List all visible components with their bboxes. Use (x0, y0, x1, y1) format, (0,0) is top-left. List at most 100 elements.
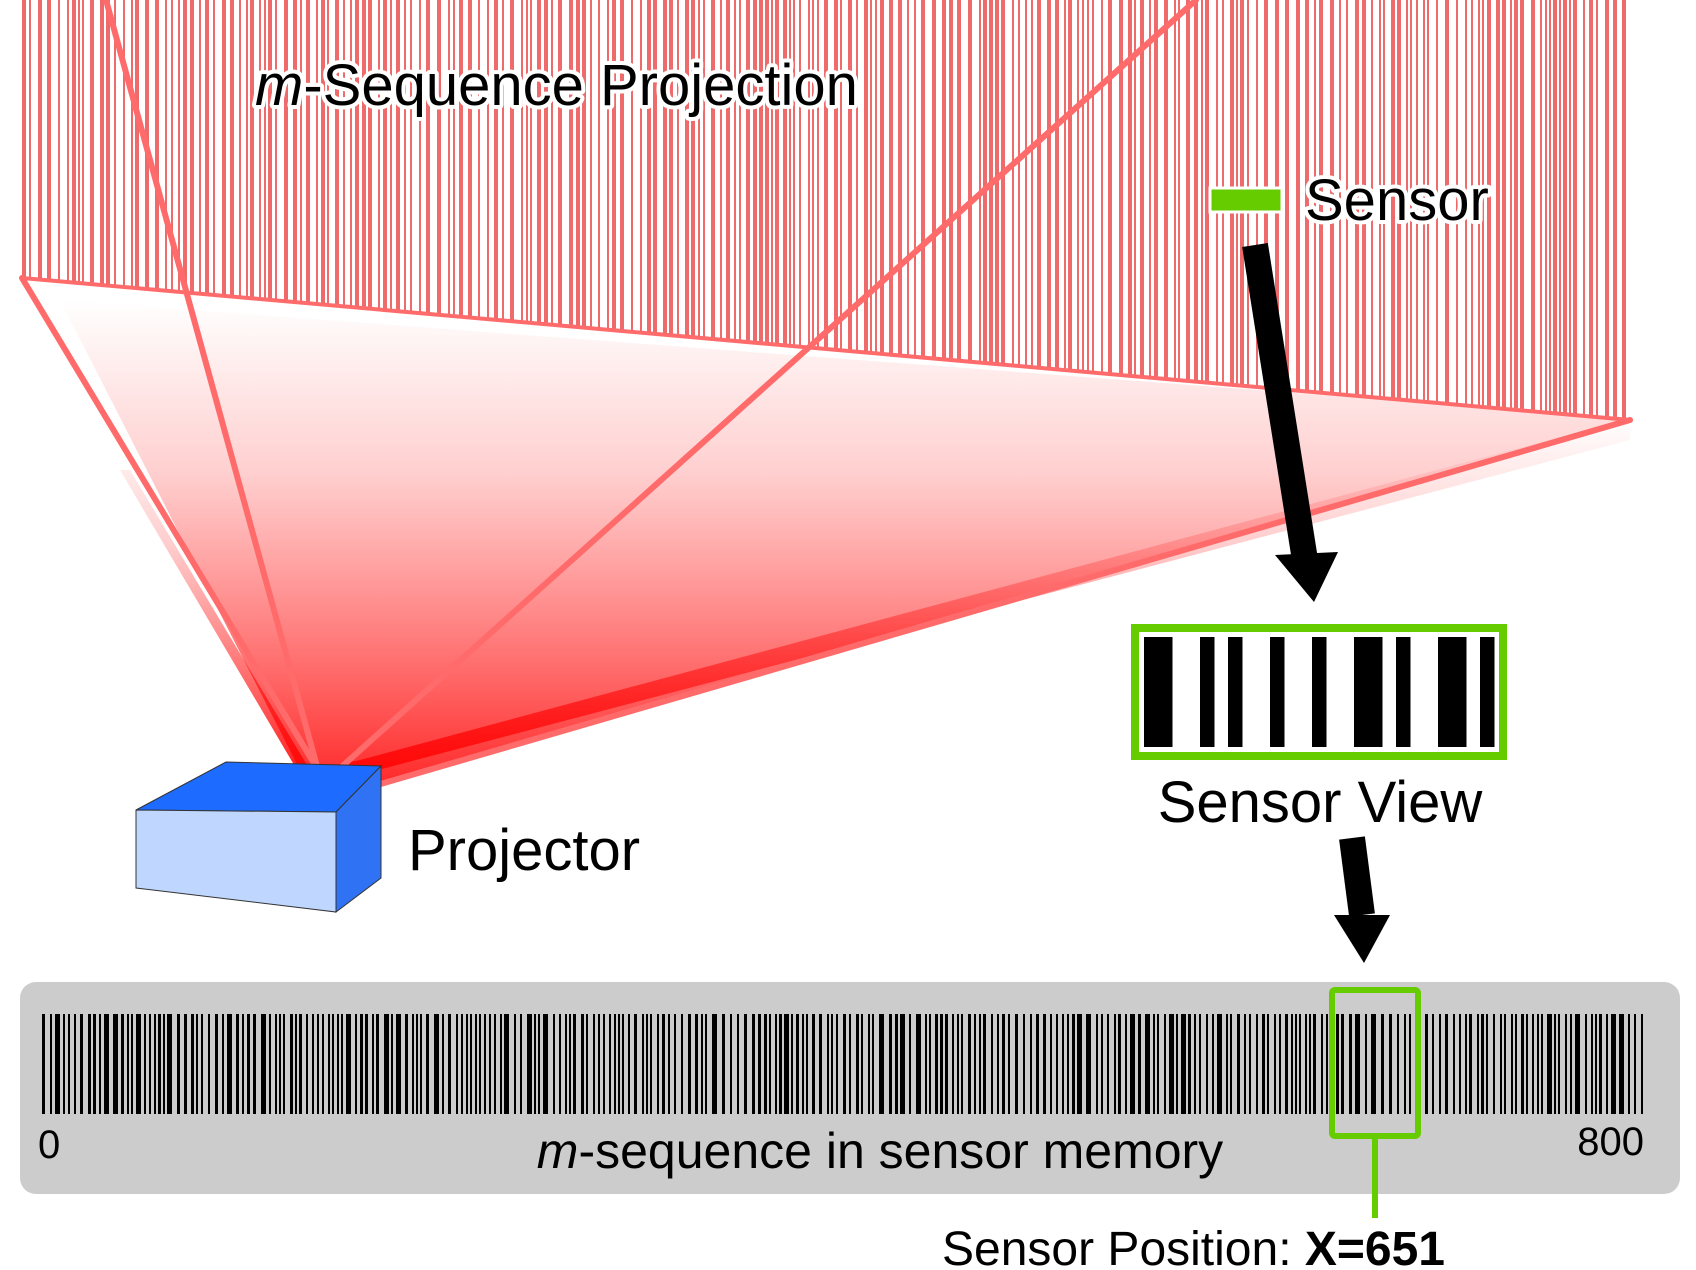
projected-stripe (983, 0, 987, 418)
projected-stripe (178, 0, 180, 418)
projected-stripe (1573, 0, 1577, 418)
projected-stripe (90, 0, 94, 418)
projected-stripe (264, 0, 266, 418)
projected-stripe (1510, 0, 1512, 418)
memory-bar (1138, 1014, 1141, 1114)
projected-stripe (1134, 0, 1136, 418)
projected-stripe (793, 0, 795, 418)
memory-bar (952, 1014, 954, 1114)
memory-bar (322, 1014, 324, 1114)
memory-bar (1285, 1014, 1288, 1114)
projected-stripe (1383, 0, 1385, 418)
memory-bar (849, 1014, 851, 1114)
projected-stripe (22, 0, 26, 418)
memory-bar (99, 1014, 101, 1114)
memory-bar (1336, 1014, 1339, 1114)
memory-bar (1326, 1014, 1328, 1114)
projected-stripe (1077, 0, 1079, 418)
projected-stripe (1613, 0, 1617, 418)
memory-bar (1389, 1014, 1392, 1114)
memory-bar (1500, 1014, 1502, 1114)
memory-bar (879, 1014, 884, 1114)
memory-bar (1409, 1014, 1411, 1114)
memory-bar (559, 1014, 561, 1114)
memory-bar (269, 1014, 271, 1114)
memory-bar (416, 1014, 418, 1114)
memory-bar (916, 1014, 921, 1114)
projected-stripe (677, 0, 679, 418)
projected-stripe (67, 0, 69, 418)
projected-stripe (1031, 0, 1033, 418)
memory-bar (925, 1014, 927, 1114)
memory-bar (945, 1014, 948, 1114)
memory-end-label: 800 (1577, 1120, 1644, 1164)
memory-bar (657, 1014, 659, 1114)
memory-bar (113, 1014, 118, 1114)
memory-bar (1606, 1014, 1608, 1114)
projected-stripe (321, 0, 325, 418)
memory-bar (1481, 1014, 1484, 1114)
memory-bar (688, 1014, 691, 1114)
projected-stripe (1416, 0, 1418, 418)
projected-stripe (1068, 0, 1072, 418)
projected-stripes (22, 0, 1626, 418)
projected-stripe (726, 0, 730, 418)
memory-bar (1237, 1014, 1240, 1114)
memory-bar (758, 1014, 761, 1114)
sensor-view-bar (1312, 637, 1327, 747)
memory-bar (628, 1014, 630, 1114)
memory-bar (372, 1014, 374, 1114)
memory-bar (520, 1014, 522, 1114)
projected-stripe (771, 0, 773, 418)
projected-stripe (775, 0, 779, 418)
memory-bar (1194, 1014, 1196, 1114)
projected-stripe (459, 0, 463, 418)
memory-bar (1439, 1014, 1441, 1114)
memory-bar (1404, 1014, 1406, 1114)
memory-bar (681, 1014, 683, 1114)
memory-bar (63, 1014, 65, 1114)
projected-stripe (1406, 0, 1408, 418)
sensor-view-bar (1228, 637, 1243, 747)
projected-stripe (1540, 0, 1542, 418)
memory-bar (968, 1014, 971, 1114)
projected-stripe (612, 0, 616, 418)
memory-bar (191, 1014, 194, 1114)
sensor-view-bar (1354, 637, 1369, 747)
sensor-view-bar (1480, 637, 1495, 747)
projected-stripe (1240, 0, 1244, 418)
memory-bar (1176, 1014, 1178, 1114)
projected-stripe (1379, 0, 1381, 418)
memory-bar (1114, 1014, 1116, 1114)
projected-stripe (1330, 0, 1334, 418)
projected-stripe (1128, 0, 1132, 418)
projected-stripe (870, 0, 872, 418)
beam-rays (19, 0, 1633, 793)
memory-bar (909, 1014, 911, 1114)
projected-stripe (989, 0, 993, 418)
memory-bar (201, 1014, 203, 1114)
projected-stripe (1055, 0, 1059, 418)
memory-bar (1565, 1014, 1567, 1114)
memory-bar (1504, 1014, 1506, 1114)
memory-bar (1169, 1014, 1174, 1114)
memory-bar (1558, 1014, 1560, 1114)
memory-bar (581, 1014, 584, 1114)
memory-bar (1641, 1014, 1643, 1114)
projected-stripe (739, 0, 741, 418)
memory-bar (674, 1014, 676, 1114)
memory-bar (295, 1014, 297, 1114)
projected-stripe (378, 0, 380, 418)
memory-bar (1465, 1014, 1467, 1114)
projected-stripe (448, 0, 450, 418)
projected-stripe (1410, 0, 1412, 418)
memory-bar (538, 1014, 540, 1114)
projected-stripe (275, 0, 277, 418)
projected-stripe (1583, 0, 1585, 418)
projected-stripe (759, 0, 763, 418)
projected-stripe (1174, 0, 1176, 418)
memory-bar (55, 1014, 60, 1114)
projected-stripe (1205, 0, 1209, 418)
memory-bar (242, 1014, 244, 1114)
projected-stripe (640, 0, 642, 418)
